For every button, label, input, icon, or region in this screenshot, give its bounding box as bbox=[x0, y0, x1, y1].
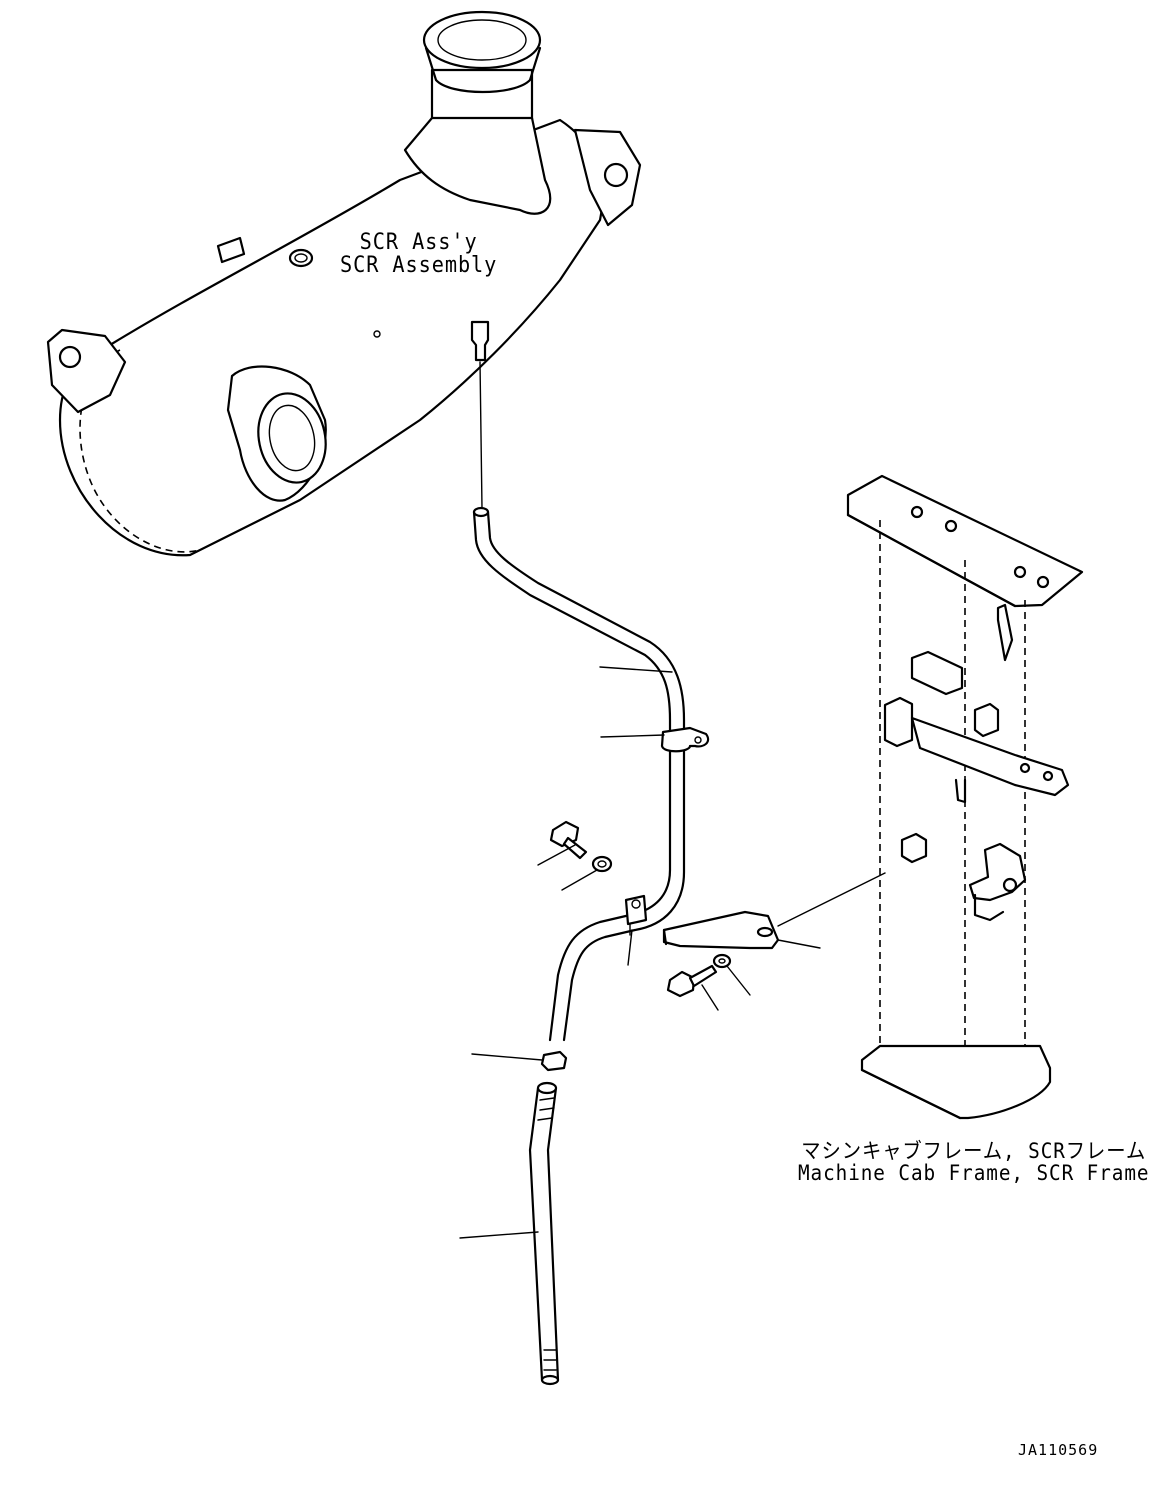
frame-label-line1: マシンキャブフレーム, SCRフレーム bbox=[801, 1139, 1147, 1163]
scr-assembly-drawing bbox=[46, 10, 642, 557]
scr-assembly-label: SCR Ass'y SCR Assembly bbox=[340, 231, 497, 277]
bracket-and-fasteners bbox=[549, 820, 886, 998]
leader-lines bbox=[459, 666, 821, 1239]
pipe-assembly bbox=[472, 506, 710, 1386]
cab-frame-drawing bbox=[846, 474, 1084, 1120]
scr-assembly-label-line1: SCR Ass'y bbox=[359, 230, 478, 255]
frame-label-line2: Machine Cab Frame, SCR Frame bbox=[798, 1161, 1150, 1186]
frame-label: マシンキャブフレーム, SCRフレーム Machine Cab Frame, S… bbox=[798, 1140, 1149, 1184]
drawing-id: JA110569 bbox=[1018, 1441, 1099, 1459]
scr-assembly-label-line2: SCR Assembly bbox=[340, 253, 498, 279]
